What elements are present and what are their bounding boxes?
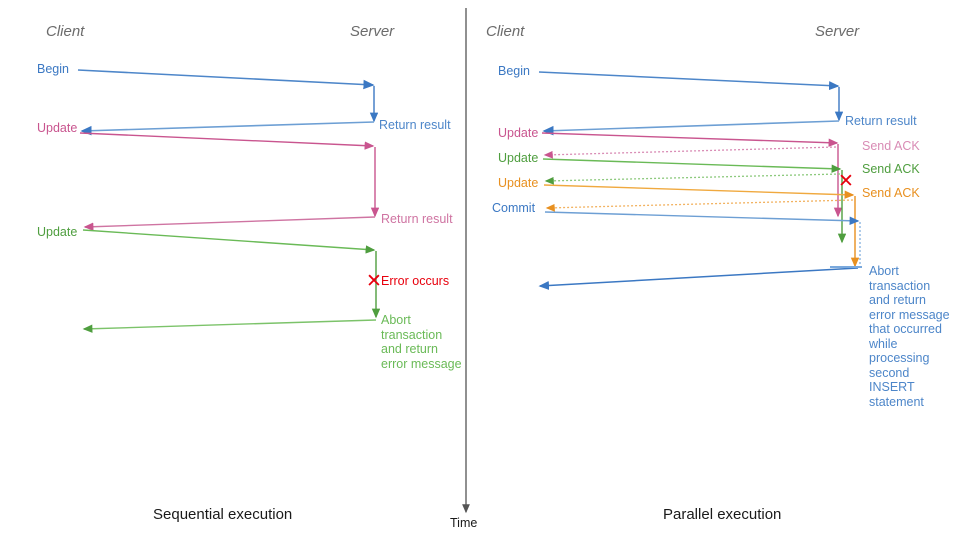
right-message-send-ack-2: Send ACK [862, 162, 920, 176]
arrow-r-update-1 [541, 132, 839, 147]
arrow-r-return [542, 120, 840, 136]
left-panel-caption: Sequential execution [153, 506, 293, 523]
error-x-icon-left: ✕ [366, 271, 382, 292]
left-message-return-result-1: Return result [379, 118, 451, 132]
arrow-r-abort [538, 267, 859, 290]
arrow-r-commit [544, 211, 860, 225]
left-message-begin: Begin [37, 62, 69, 76]
left-message-update-2: Update [37, 225, 78, 239]
left-actor-client: Client [46, 23, 85, 40]
left-note-abort: Abort transaction and return error messa… [381, 313, 462, 371]
right-actor-client: Client [486, 23, 525, 40]
right-panel-caption: Parallel execution [663, 506, 782, 523]
right-message-commit: Commit [492, 201, 536, 215]
arrow-r-update-3 [543, 184, 855, 199]
left-message-error-occurs: Error occurs [381, 274, 450, 288]
right-actor-server: Server [815, 23, 860, 40]
time-axis-label: Time [450, 516, 478, 530]
right-panel-arrows [538, 71, 862, 290]
left-message-return-result-2: Return result [381, 212, 453, 226]
arrow-l-return-2 [83, 216, 376, 231]
right-message-send-ack-3: Send ACK [862, 186, 920, 200]
arrow-r-ack-1 [543, 146, 837, 159]
arrow-r-update-2 [542, 158, 842, 173]
left-message-update-1: Update [37, 121, 78, 135]
arrow-r-ack-3 [545, 199, 854, 212]
arrow-l-begin [77, 69, 375, 90]
arrow-l-update-1 [79, 132, 375, 150]
right-message-update-1: Update [498, 126, 539, 140]
arrow-l-update-2 [82, 229, 376, 254]
right-message-send-ack-1: Send ACK [862, 139, 920, 153]
arrow-l-abort [82, 319, 377, 333]
arrow-r-begin [538, 71, 840, 91]
left-panel-arrows [77, 69, 381, 333]
error-x-icon-right: ✕ [838, 171, 854, 192]
right-message-update-3: Update [498, 176, 539, 190]
right-note-abort: Abort transaction and return error messa… [869, 264, 950, 409]
right-message-return-result: Return result [845, 114, 917, 128]
right-message-update-2: Update [498, 151, 539, 165]
right-message-begin: Begin [498, 64, 530, 78]
left-actor-server: Server [350, 23, 395, 40]
arrow-l-return-1 [80, 121, 375, 136]
arrow-r-ack-2 [544, 173, 841, 185]
